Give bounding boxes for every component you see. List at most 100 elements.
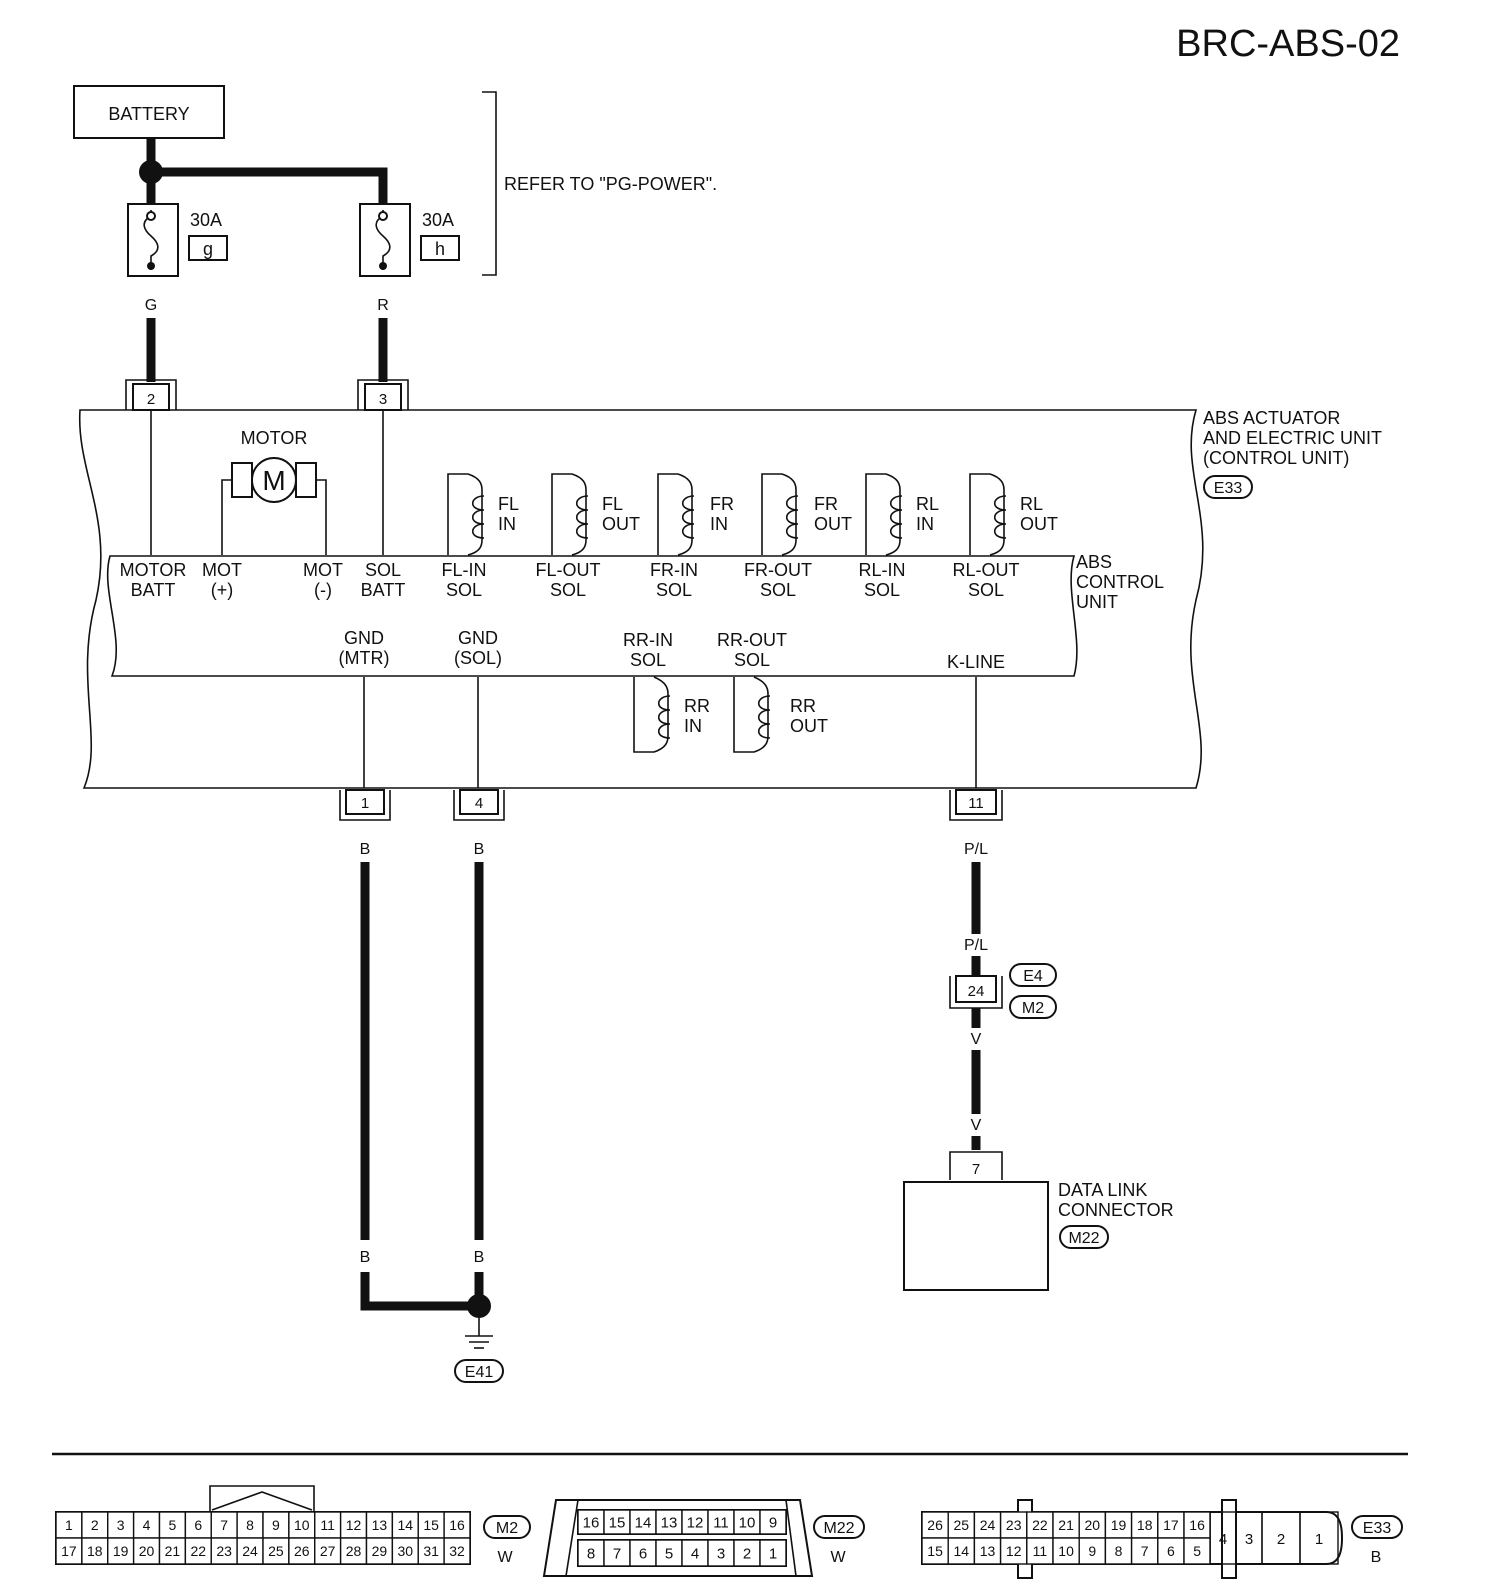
face-m22-pin-cell — [759, 1539, 787, 1567]
terminal-rl-in-sol-2: SOL — [864, 580, 900, 600]
face-m2-pin-cell — [184, 1537, 212, 1565]
abs-actuator-label-2: AND ELECTRIC UNIT — [1203, 428, 1382, 448]
face-m22-pin-cell — [707, 1539, 735, 1567]
face-e33-pin-label: 9 — [1088, 1543, 1096, 1559]
terminal-mot-minus-2: (-) — [314, 580, 332, 600]
face-m2-id: M2 — [496, 1520, 518, 1537]
face-m22-pin-cell — [629, 1509, 657, 1535]
face-m2-pin-label: 5 — [169, 1517, 177, 1533]
svg-text:7: 7 — [972, 1161, 980, 1178]
solenoid-rr-in: RR IN — [633, 676, 710, 753]
face-m2-pin-cell — [158, 1537, 187, 1565]
ground-junction — [467, 1294, 491, 1318]
terminal-fl-in-sol-1: FL-IN — [442, 560, 487, 580]
terminal-fl-out-sol-1: FL-OUT — [536, 560, 601, 580]
wire-color-v-2: V — [971, 1117, 982, 1134]
wire-color-b-3: B — [360, 1249, 371, 1266]
face-m2-pin-cell — [236, 1537, 264, 1565]
terminal-rr-out-sol-2: SOL — [734, 650, 770, 670]
face-e33-pin-cell — [1078, 1537, 1107, 1565]
fuse-h-id-box — [420, 235, 460, 261]
face-e33-pin-label: 23 — [1006, 1517, 1022, 1533]
refer-bracket — [482, 91, 497, 276]
face-m22-pin-cell — [655, 1539, 683, 1567]
terminal-sol-batt-2: BATT — [361, 580, 406, 600]
wire-color-v-1: V — [971, 1031, 982, 1048]
ground-symbol — [465, 1318, 493, 1349]
face-m22-pin-label: 12 — [687, 1514, 704, 1531]
fuse-g-id-box — [188, 235, 228, 261]
terminal-rl-out-sol-1: RL-OUT — [953, 560, 1020, 580]
wire-color-b-1: B — [360, 841, 371, 858]
face-e33-pin-cell — [1104, 1511, 1133, 1539]
face-e33-pin-label: 19 — [1111, 1517, 1127, 1533]
ground-e41-id: E41 — [465, 1364, 494, 1381]
pin-1-connector: 1 — [339, 789, 391, 821]
svg-text:RL: RL — [1020, 494, 1043, 514]
face-e33-pin-cell — [1130, 1511, 1159, 1539]
face-m2-pin-label: 16 — [449, 1517, 465, 1533]
svg-text:RL: RL — [916, 494, 939, 514]
wire-color-g: G — [145, 297, 157, 314]
svg-text:OUT: OUT — [602, 514, 640, 534]
face-m2-pin-cell — [55, 1537, 83, 1565]
svg-text:FR: FR — [710, 494, 734, 514]
face-m2-pin-cell — [132, 1537, 161, 1565]
face-m2-pin-cell — [288, 1537, 316, 1565]
face-e33-pin-cell — [999, 1537, 1028, 1565]
face-e33-pin-label: 18 — [1137, 1517, 1153, 1533]
face-e33-pin-cell — [1130, 1537, 1159, 1565]
face-m22-pin-label: 6 — [639, 1545, 647, 1562]
face-e33-pin-cell — [973, 1537, 1002, 1565]
connector-m2-id: M2 — [1022, 1000, 1044, 1017]
face-e33-pin-label: 17 — [1163, 1517, 1179, 1533]
face-m22-pin-label: 9 — [769, 1514, 777, 1531]
pin-4-connector: 4 — [453, 789, 505, 821]
face-m22-pin-cell — [733, 1509, 761, 1535]
face-e33-pin-cell — [1026, 1537, 1054, 1565]
face-m22-pin-label: 2 — [743, 1545, 751, 1562]
terminal-gnd-mtr-2: (MTR) — [339, 648, 390, 668]
face-m22-pin-label: 14 — [635, 1514, 652, 1531]
svg-text:FL: FL — [602, 494, 623, 514]
fuse-g-amp: 30A — [190, 210, 222, 230]
face-e33-big-label: 3 — [1245, 1531, 1253, 1548]
face-m2-pin-label: 23 — [216, 1543, 232, 1559]
data-link-connector-box — [903, 1181, 1049, 1291]
connector-m22-id: M22 — [1068, 1230, 1099, 1247]
terminal-k-line: K-LINE — [947, 652, 1005, 672]
connector-m2-badge — [1009, 995, 1057, 1019]
face-m2-pin-label: 7 — [220, 1517, 228, 1533]
face-e33-pin-label: 21 — [1058, 1517, 1074, 1533]
face-e33-pin-cell — [947, 1511, 976, 1539]
face-m22-pin-label: 10 — [739, 1514, 756, 1531]
svg-text:OUT: OUT — [814, 514, 852, 534]
face-m2-pin-label: 29 — [372, 1543, 388, 1559]
face-m2-pin-label: 25 — [268, 1543, 284, 1559]
face-e33-color: B — [1371, 1549, 1382, 1566]
face-m2-color: W — [497, 1549, 513, 1566]
terminal-gnd-sol-2: (SOL) — [454, 648, 502, 668]
face-m2-pin-label: 3 — [117, 1517, 125, 1533]
face-m2-pin-label: 18 — [87, 1543, 103, 1559]
svg-text:2: 2 — [147, 391, 155, 408]
face-m2-pin-cell — [339, 1537, 368, 1565]
face-m22-pin-cell — [577, 1539, 605, 1567]
ground-e41-badge — [454, 1359, 504, 1383]
face-m2-pin-label: 14 — [398, 1517, 414, 1533]
face-e33-badge — [1351, 1515, 1403, 1539]
face-m22-pin-label: 3 — [717, 1545, 725, 1562]
face-e33-pin-label: 13 — [980, 1543, 996, 1559]
face-e33-pin-label: 7 — [1141, 1543, 1149, 1559]
battery-label: BATTERY — [108, 104, 189, 124]
face-e33-pin-label: 15 — [927, 1543, 943, 1559]
terminal-gnd-sol-1: GND — [458, 628, 498, 648]
solenoid-fr-out: FR OUT — [761, 473, 852, 556]
face-m2-pin-label: 32 — [449, 1543, 465, 1559]
face-m2-pin-label: 31 — [423, 1543, 439, 1559]
control-unit-label-1: ABS — [1076, 552, 1112, 572]
face-m2-pin-label: 24 — [242, 1543, 258, 1559]
connector-e4-id: E4 — [1023, 968, 1043, 985]
motor-label: MOTOR — [241, 428, 308, 448]
